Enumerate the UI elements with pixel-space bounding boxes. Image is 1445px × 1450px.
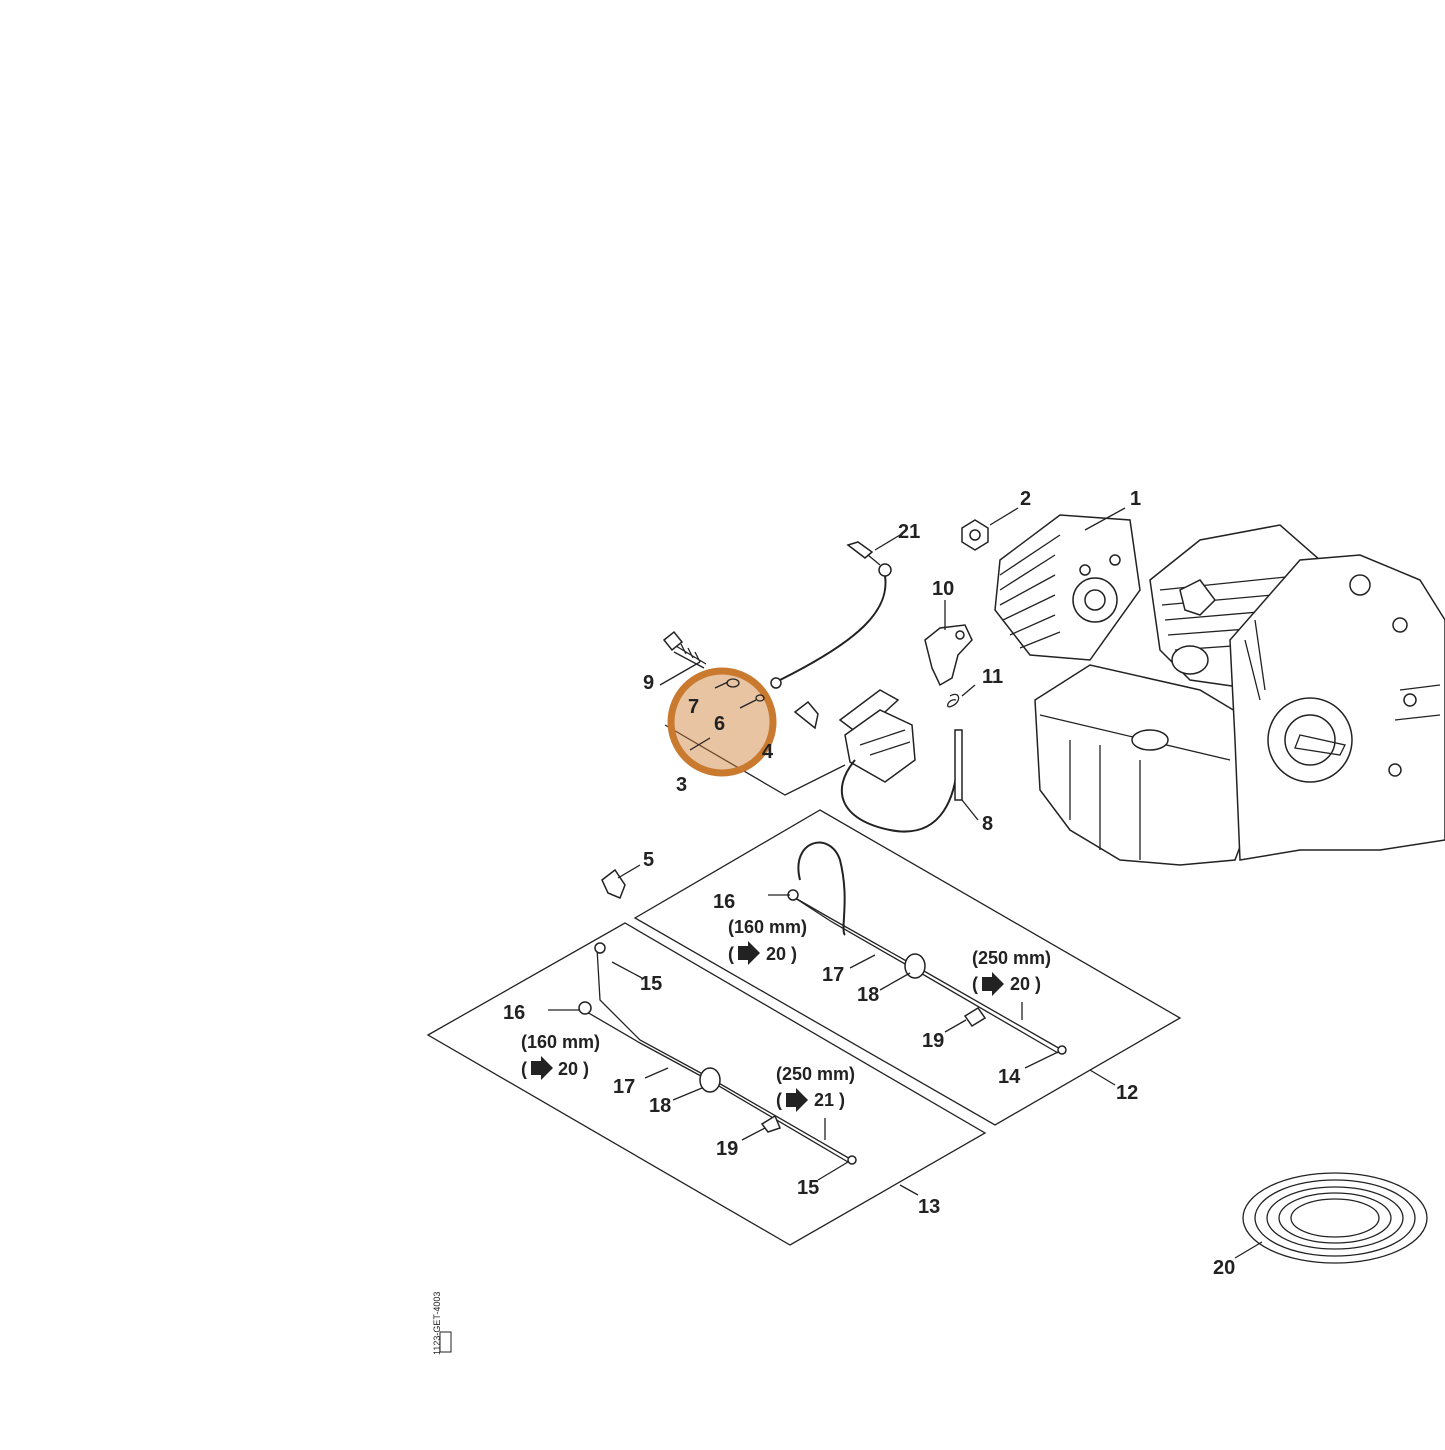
ground-wire-part [770,541,892,689]
callout-18-kit13[interactable]: 18 [649,1095,671,1117]
callout-8[interactable]: 8 [982,813,993,835]
callout-20[interactable]: 20 [1213,1257,1235,1279]
clip-part [793,700,819,730]
callout-11[interactable]: 11 [982,666,1003,688]
callout-7[interactable]: 7 [688,696,699,718]
cable-coil-part [1242,1172,1428,1264]
callout-4[interactable]: 4 [762,741,774,763]
ignition-module-part [838,689,960,833]
callout-21[interactable]: 21 [898,521,920,543]
leader-lines [548,507,1263,1259]
callout-16-kit13[interactable]: 16 [503,1002,525,1024]
callout-2[interactable]: 2 [1020,488,1031,510]
kit13-short-ref: 20 ) [558,1059,589,1079]
flywheel-part [994,514,1141,661]
kit12-long-paren: ( [972,974,978,994]
callout-16-kit12[interactable]: 16 [713,891,735,913]
screw-part [662,630,707,669]
kit13-long-length: (250 mm) [776,1064,855,1084]
arrow-right-icon [531,1056,553,1080]
spring-part [947,693,960,708]
callout-6[interactable]: 6 [714,713,725,735]
arrow-right-icon [786,1088,808,1112]
kit13-long-paren: ( [776,1090,782,1110]
spark-plug-boot-part [924,624,973,687]
callout-14[interactable]: 14 [998,1066,1021,1088]
kit12-long-length: (250 mm) [972,948,1051,968]
callout-3[interactable]: 3 [676,774,687,796]
kit-12-box [633,809,1182,1126]
callout-10[interactable]: 10 [932,578,954,600]
callout-19-kit12[interactable]: 19 [922,1030,944,1052]
callout-17-kit13[interactable]: 17 [613,1076,635,1098]
clip-5-part [601,868,626,899]
kit12-short-ref: 20 ) [766,944,797,964]
reference-box [439,1331,452,1353]
kit12-short-paren: ( [728,944,734,964]
reference-code: 1123-GET-4003 [432,1292,442,1355]
callout-9[interactable]: 9 [643,672,654,694]
callout-12[interactable]: 12 [1116,1082,1138,1104]
kit-13-box [426,922,987,1246]
nut-part [961,519,989,551]
callout-1[interactable]: 1 [1130,488,1141,510]
kit13-short-paren: ( [521,1059,527,1079]
module-bracket-outline [664,724,846,796]
callout-17-kit12[interactable]: 17 [822,964,844,986]
kit12-long-ref: 20 ) [1010,974,1041,994]
arrow-right-icon [982,972,1004,996]
ignition-lead-part [954,729,963,801]
engine-crankcase [1034,524,1445,866]
kit12-short-length: (160 mm) [728,917,807,937]
kit13-long-ref: 21 ) [814,1090,845,1110]
callout-19-kit13[interactable]: 19 [716,1138,738,1160]
callout-15-kit13-bottom[interactable]: 15 [797,1177,819,1199]
arrow-right-icon [738,941,760,965]
highlight-circle[interactable] [667,667,777,777]
callout-5[interactable]: 5 [643,849,654,871]
kit13-short-length: (160 mm) [521,1032,600,1052]
callout-18-kit12[interactable]: 18 [857,984,879,1006]
highlight-inner-detail [689,678,765,751]
callout-13[interactable]: 13 [918,1196,940,1218]
callout-15-kit13-top[interactable]: 15 [640,973,662,995]
